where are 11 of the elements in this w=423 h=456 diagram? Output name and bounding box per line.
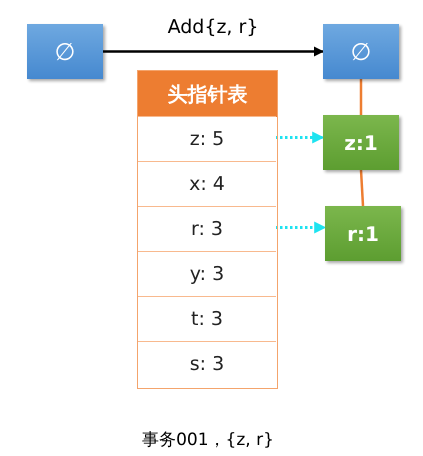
- arrow: [275, 132, 324, 144]
- connector-line: [360, 79, 362, 115]
- caption: 事务001，{z, r}: [142, 429, 274, 451]
- table-header: 头指针表: [138, 71, 277, 117]
- node-box: z:1: [323, 115, 399, 170]
- empty-set-box: ∅: [27, 24, 103, 79]
- table: [137, 70, 278, 389]
- node-box: r:1: [325, 206, 401, 261]
- empty-set-box: ∅: [323, 24, 399, 79]
- arrow: [103, 46, 324, 56]
- connector-line: [360, 170, 364, 206]
